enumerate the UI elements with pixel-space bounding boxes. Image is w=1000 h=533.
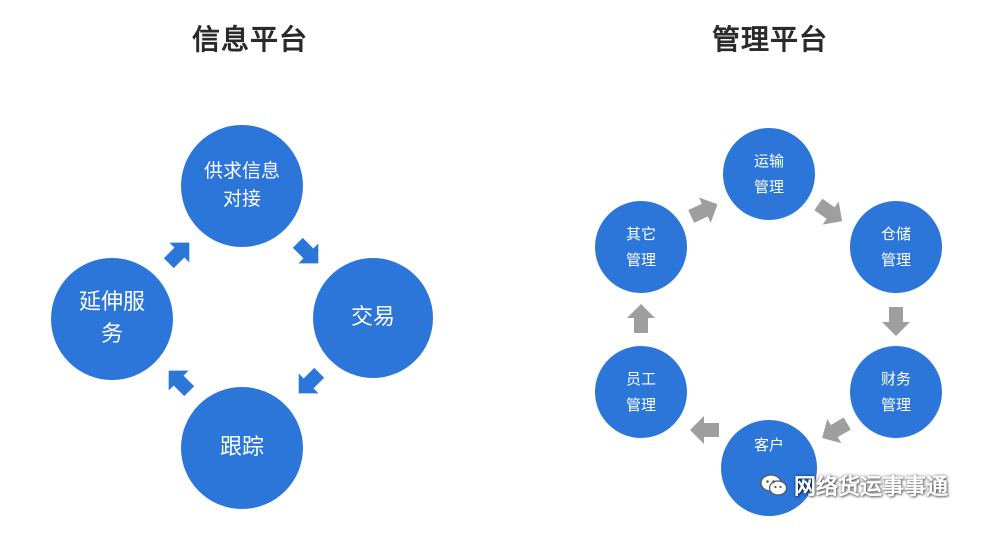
node-transport-mgmt: 运输 管理: [723, 128, 815, 220]
management-platform-title: 管理平台: [712, 23, 829, 56]
node-label: 跟踪: [219, 435, 264, 461]
node-label: 运输: [753, 151, 784, 170]
info-platform-title: 信息平台: [192, 23, 309, 56]
node-label: 财务: [880, 369, 911, 388]
node-label: 务: [100, 322, 123, 347]
watermark: 网络货运事事通: [760, 470, 948, 500]
arrow-supply-to-trade: [287, 232, 329, 274]
node-storage-mgmt: 仓储 管理: [850, 201, 942, 293]
node-tracking: 跟踪: [181, 387, 303, 509]
node-label: 其它: [625, 224, 656, 243]
node-label: 供求信息: [203, 160, 280, 183]
node-customer: 客户: [721, 420, 817, 516]
node-label: 管理: [880, 396, 911, 414]
node-label: 管理: [625, 251, 656, 269]
watermark-text: 网络货运事事通: [794, 475, 949, 500]
arrow-finance-to-customer: [815, 411, 855, 451]
node-label: 管理: [753, 178, 784, 196]
arrow-trade-to-track: [288, 362, 330, 404]
node-supply-demand: 供求信息 对接: [181, 125, 303, 247]
node-label: 延伸服: [78, 290, 145, 316]
node-trade: 交易: [313, 258, 433, 378]
node-finance-mgmt: 财务 管理: [850, 346, 942, 438]
node-label: 员工: [625, 369, 656, 388]
arrow-track-to-extend: [158, 360, 200, 402]
node-label: 仓储: [880, 224, 911, 243]
node-other-mgmt: 其它 管理: [595, 201, 687, 293]
node-staff-mgmt: 员工 管理: [595, 346, 687, 438]
node-label: 管理: [625, 396, 656, 414]
arrow-extend-to-supply: [158, 232, 200, 274]
wechat-icon: [760, 473, 788, 497]
node-extended-service: 延伸服 务: [51, 258, 173, 380]
arrow-storage-to-finance: [882, 307, 910, 336]
node-label: 对接: [222, 188, 261, 210]
arrow-staff-to-other: [627, 304, 655, 333]
arrow-other-to-transport: [685, 191, 724, 230]
node-label: 交易: [350, 305, 395, 331]
node-label: 客户: [753, 436, 784, 454]
node-label: 管理: [880, 251, 911, 269]
arrow-customer-to-staff: [690, 416, 719, 444]
arrow-transport-to-storage: [810, 193, 851, 233]
